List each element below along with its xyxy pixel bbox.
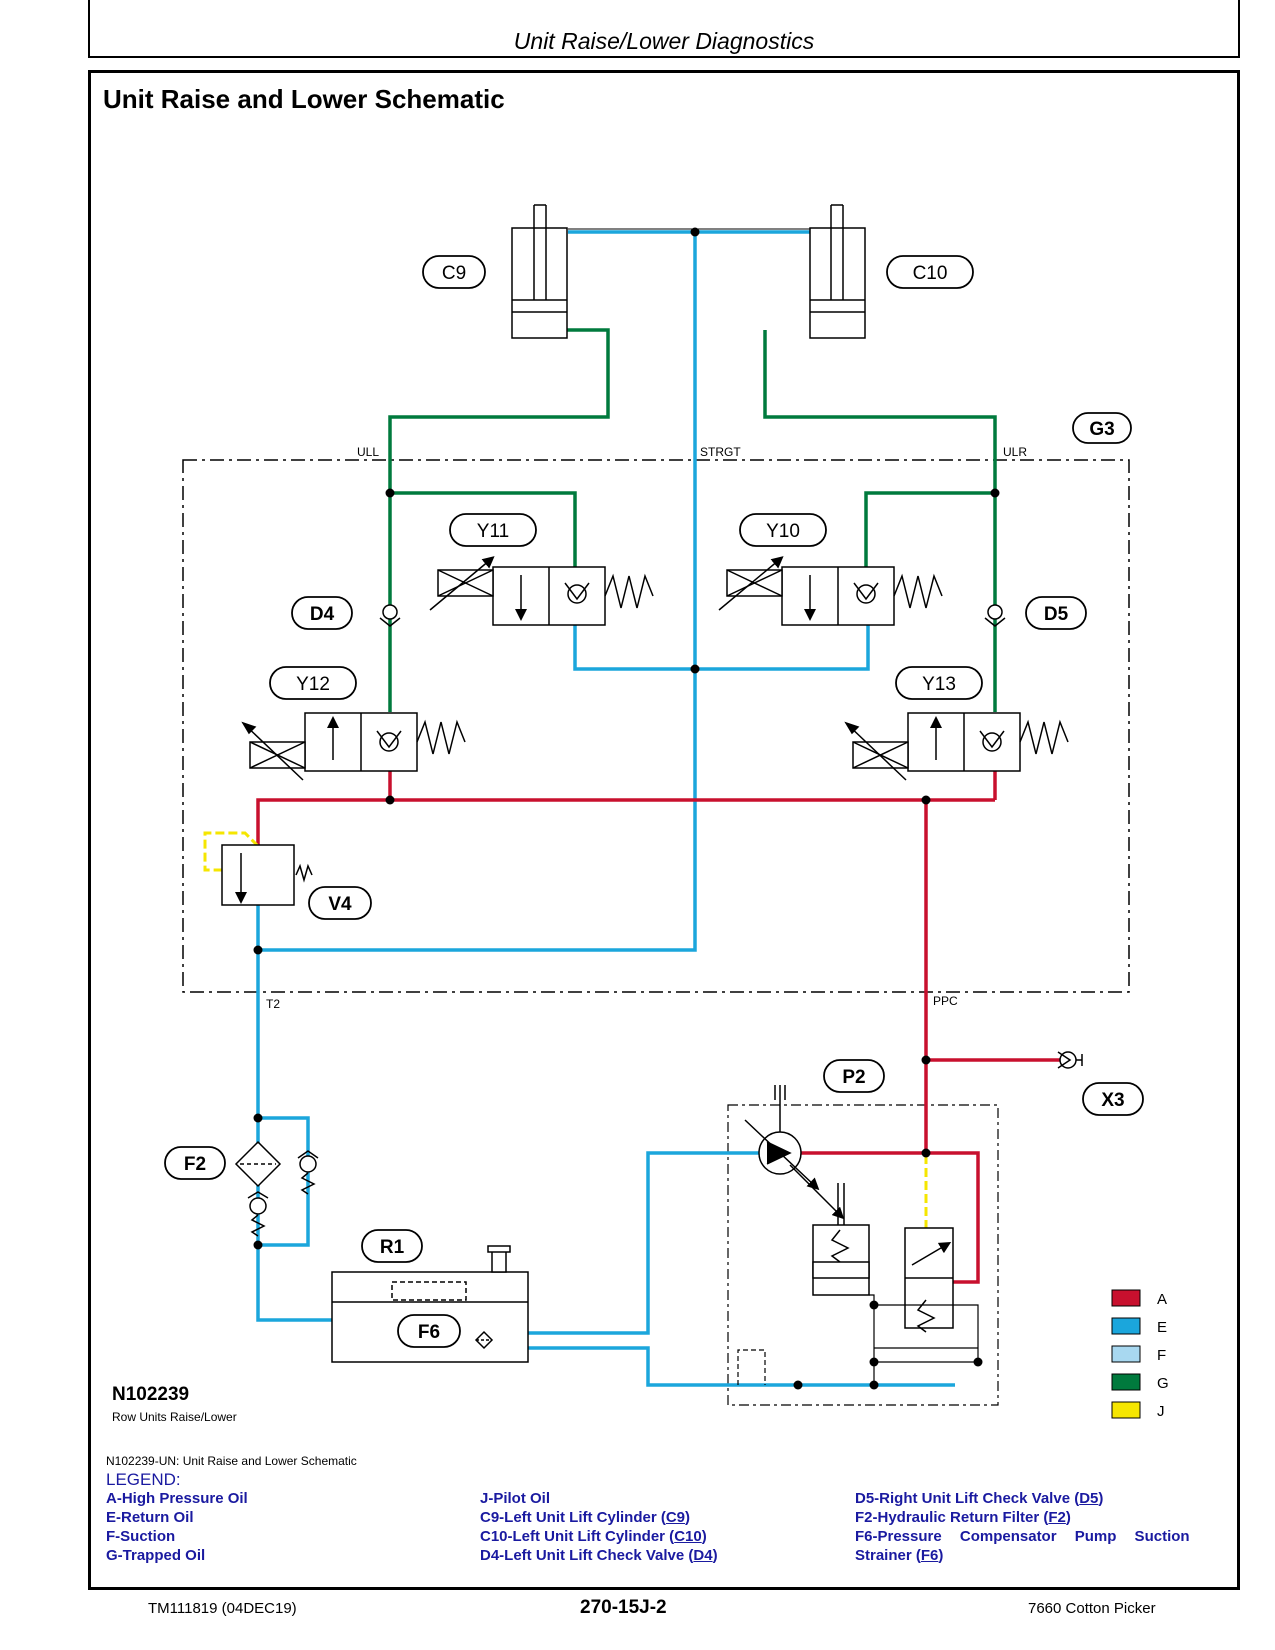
page-title: Unit Raise and Lower Schematic [103, 84, 505, 114]
high-pressure-lines [256, 770, 1060, 1284]
color-key-letter: J [1157, 1403, 1165, 1420]
valve-y11 [429, 556, 654, 626]
label-p2: P2 [842, 1067, 865, 1088]
g3-manifold-boundary [182, 459, 1130, 993]
label-y13: Y13 [922, 674, 956, 695]
port-ulr: ULR [1003, 445, 1027, 459]
check-valve-d4 [379, 604, 401, 627]
color-key-letter: G [1157, 1375, 1169, 1392]
callout-f2 [164, 1146, 226, 1180]
legend-item: F2-Hydraulic Return Filter (F2) [855, 1509, 1071, 1526]
callout-ovals [164, 255, 1144, 1348]
legend-item: D5-Right Unit Lift Check Valve (D5) [855, 1490, 1104, 1507]
callout-v4 [308, 886, 372, 920]
label-c10: C10 [913, 263, 948, 284]
callout-p2 [823, 1059, 885, 1093]
return-oil-lines [256, 230, 955, 1387]
callout-c10 [886, 255, 974, 289]
figure-caption: N102239-UN: Unit Raise and Lower Schemat… [106, 1454, 357, 1468]
port-strgt: STRGT [700, 445, 741, 459]
port-ull: ULL [357, 445, 379, 459]
port-ppc: PPC [933, 994, 958, 1008]
junction-dots [253, 227, 1000, 1390]
label-r1: R1 [380, 1237, 405, 1258]
legend-ref-link[interactable]: D4 [693, 1547, 713, 1564]
pilot-oil-lines [203, 831, 928, 1228]
color-key-swatch [1111, 1373, 1141, 1391]
cylinder-c10 [809, 204, 866, 339]
figure-subtitle: Row Units Raise/Lower [112, 1410, 237, 1424]
color-key-swatch [1111, 1289, 1141, 1307]
callout-x3 [1082, 1082, 1144, 1116]
figure-id: N102239 [112, 1384, 190, 1405]
legend-title: LEGEND: [106, 1470, 181, 1489]
label-d5: D5 [1044, 604, 1069, 625]
trapped-oil-lines [388, 328, 997, 712]
label-f6: F6 [418, 1322, 440, 1343]
callout-y10 [739, 513, 827, 547]
legend-item: J-Pilot Oil [480, 1490, 551, 1507]
footer-doc-id: TM111819 (04DEC19) [148, 1600, 297, 1617]
legend-ref-link[interactable]: C9 [665, 1509, 686, 1526]
pump-drain-lines [737, 1294, 979, 1385]
legend-ref-link[interactable]: F6 [920, 1547, 939, 1564]
callout-y11 [449, 513, 537, 547]
footer-page-number: 270-15J-2 [580, 1597, 667, 1618]
cylinder-c9 [511, 204, 568, 339]
header-frame [88, 0, 1240, 58]
callout-y12 [269, 666, 357, 700]
legend-item: F-Suction [106, 1528, 176, 1545]
color-key-letter: E [1157, 1319, 1167, 1336]
legend-item: E-Return Oil [106, 1509, 194, 1526]
label-y12: Y12 [296, 674, 330, 695]
callout-c9 [422, 255, 486, 289]
label-x3: X3 [1101, 1090, 1124, 1111]
legend-ref-link[interactable]: F2 [1048, 1509, 1066, 1526]
legend-item: C9-Left Unit Lift Cylinder (C9) [480, 1509, 691, 1526]
callout-f6 [397, 1314, 461, 1348]
footer-model: 7660 Cotton Picker [1028, 1600, 1156, 1617]
relief-valve-v4 [221, 844, 313, 906]
legend-item: D4-Left Unit Lift Check Valve (D4) [480, 1547, 718, 1564]
callout-d5 [1025, 596, 1087, 630]
legend-ref-link[interactable]: C10 [674, 1528, 702, 1545]
color-key-swatch [1111, 1317, 1141, 1335]
color-key-swatch [1111, 1401, 1141, 1419]
valve-y13 [844, 712, 1069, 781]
callout-g3 [1072, 412, 1132, 444]
label-f2: F2 [184, 1154, 206, 1175]
valve-y10 [718, 556, 943, 626]
color-key-swatch [1111, 1345, 1141, 1363]
callout-d4 [291, 596, 353, 630]
check-valve-d5 [984, 604, 1006, 627]
legend-item: Strainer (F6) [855, 1547, 944, 1564]
legend-item: G-Trapped Oil [106, 1547, 206, 1564]
callout-y13 [895, 666, 983, 700]
legend-item: C10-Left Unit Lift Cylinder (C10) [480, 1528, 707, 1545]
label-d4: D4 [310, 604, 335, 625]
pump-p2 [744, 1085, 954, 1333]
legend-item: F6-Pressure Compensator Pump Suction [855, 1528, 1190, 1545]
label-v4: V4 [328, 894, 352, 915]
legend-item: A-High Pressure Oil [106, 1490, 248, 1507]
legend-ref-link[interactable]: D5 [1079, 1490, 1099, 1507]
color-key-letter: F [1157, 1347, 1166, 1364]
callout-r1 [361, 1229, 423, 1263]
port-t2: T2 [266, 997, 280, 1011]
valve-y12 [241, 712, 466, 781]
running-title: Unit Raise/Lower Diagnostics [513, 28, 815, 54]
label-y11: Y11 [477, 521, 509, 542]
label-c9: C9 [442, 263, 466, 284]
label-g3: G3 [1089, 419, 1114, 440]
content-frame [88, 70, 1240, 1590]
p2-pump-boundary [727, 1104, 999, 1406]
color-key-letter: A [1157, 1291, 1167, 1308]
filter-f2 [234, 1140, 319, 1237]
color-key: A E F G J [1111, 1289, 1169, 1420]
label-y10: Y10 [766, 521, 800, 542]
test-port-x3 [1057, 1051, 1083, 1069]
